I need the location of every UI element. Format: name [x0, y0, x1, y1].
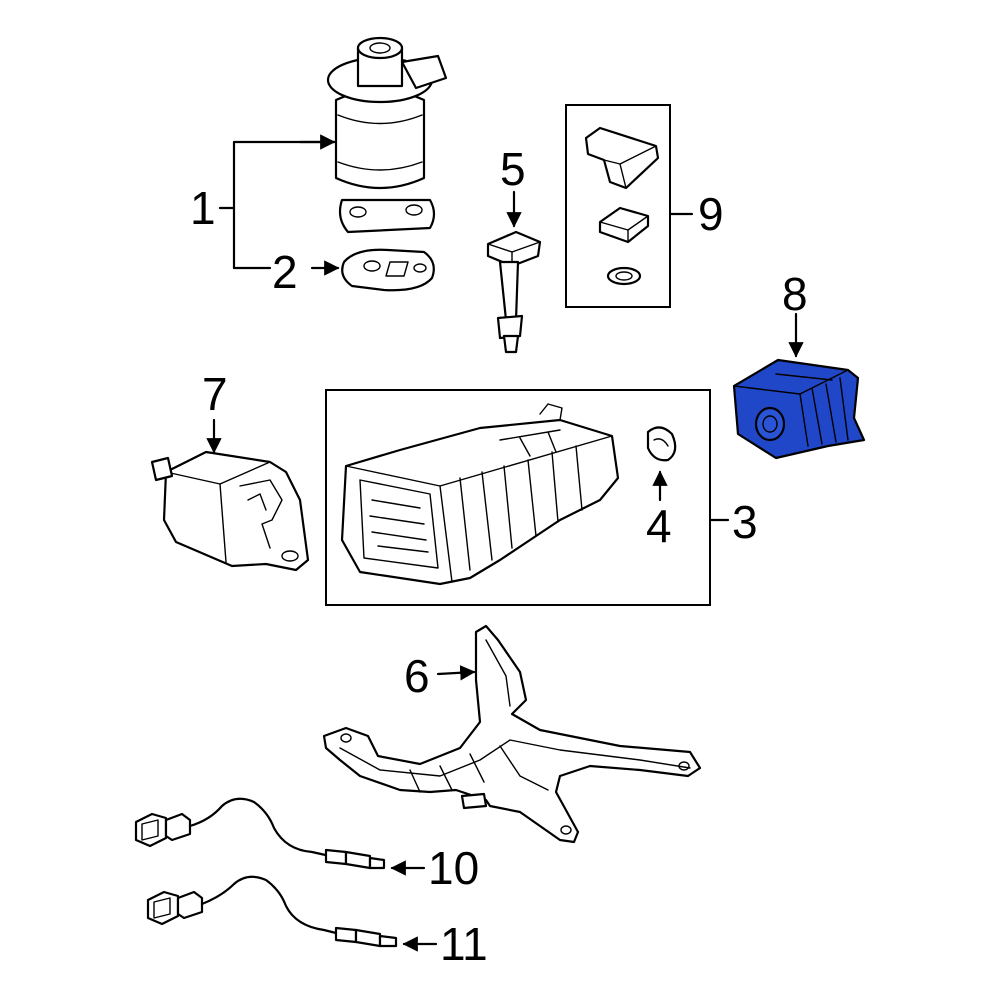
callout-2: 2 — [272, 246, 298, 298]
callout-6: 6 — [404, 650, 430, 702]
egr-gasket[interactable] — [341, 248, 435, 292]
callout-10: 10 — [428, 842, 479, 894]
assembly-box-3 — [325, 389, 711, 606]
kit-part-oring[interactable] — [606, 266, 642, 286]
bracket-part-6[interactable] — [322, 624, 702, 844]
kit-part-bracket[interactable] — [584, 126, 660, 190]
callout-1: 1 — [190, 182, 216, 234]
callout-1-leader — [218, 134, 340, 276]
callout-11: 11 — [440, 918, 488, 970]
canister-part-8-highlighted[interactable] — [732, 358, 866, 460]
callout-5: 5 — [500, 143, 526, 195]
oxygen-sensor-part-11[interactable] — [146, 875, 398, 948]
kit-part-pad[interactable] — [598, 206, 650, 244]
oxygen-sensor-part-10[interactable] — [134, 797, 386, 870]
canister-part-7[interactable] — [150, 450, 310, 572]
canister-part-3[interactable] — [340, 403, 620, 586]
callout-9: 9 — [698, 188, 724, 240]
callout-8: 8 — [782, 268, 808, 320]
sensor-part-5[interactable] — [486, 230, 542, 354]
clip-part-4[interactable] — [646, 426, 677, 462]
callout-6-leader — [436, 665, 476, 681]
callout-7: 7 — [202, 368, 228, 420]
callout-4: 4 — [646, 500, 672, 552]
egr-valve[interactable] — [326, 36, 448, 234]
kit-box-9 — [565, 104, 671, 308]
callout-3: 3 — [732, 496, 758, 548]
